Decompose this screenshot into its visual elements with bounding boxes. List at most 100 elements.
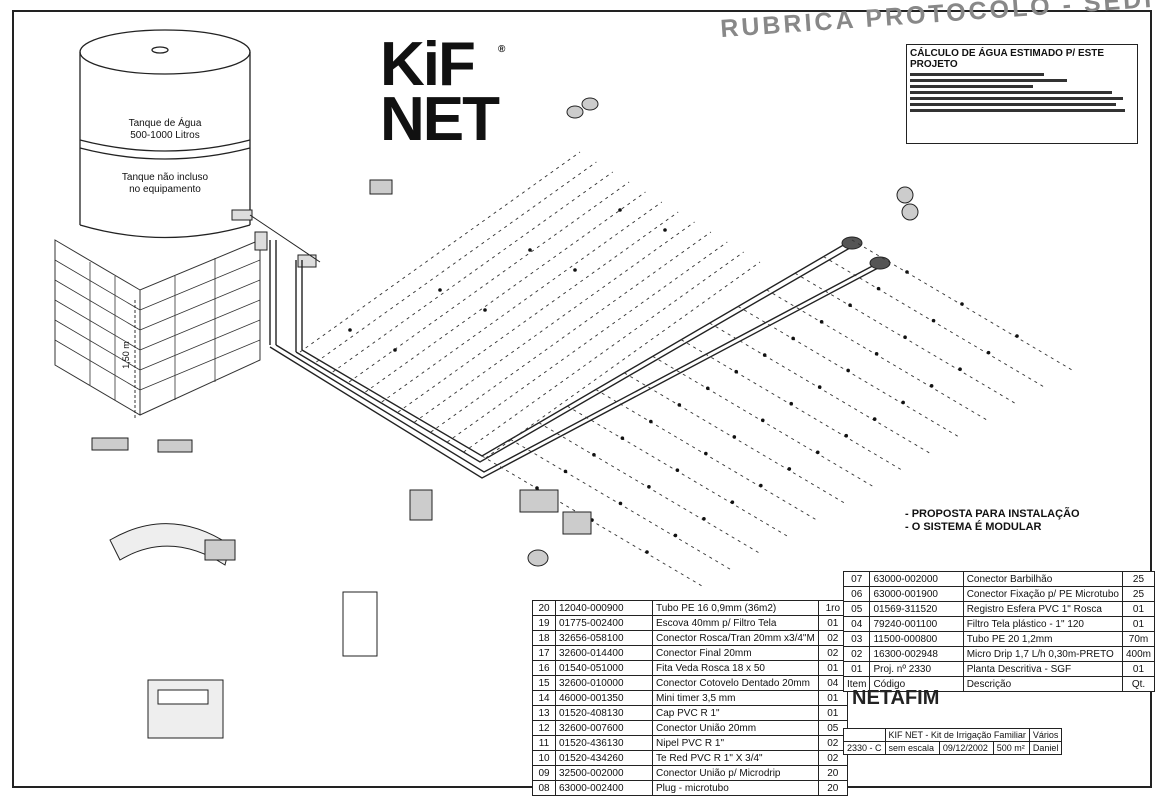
- emitter: [759, 483, 763, 488]
- emitter: [483, 308, 487, 312]
- bom-code: 01540-051000: [555, 660, 653, 676]
- emitter: [817, 385, 822, 389]
- emitter: [929, 384, 934, 388]
- bom-desc: Conector Cotovelo Dentado 20mm: [652, 675, 819, 691]
- emitter: [901, 400, 905, 405]
- bom-item: Item: [842, 676, 871, 692]
- emitter: [791, 336, 795, 341]
- drip-line: [414, 221, 695, 423]
- emitter: [663, 228, 667, 232]
- bom-item: 15: [532, 675, 556, 691]
- bom-qty: 25: [1121, 586, 1155, 602]
- bom-item: 18: [532, 630, 556, 646]
- drip-laterals: [299, 151, 1073, 587]
- proposal-line-1: - PROPOSTA PARA INSTALAÇÃO: [905, 508, 1080, 520]
- end-caps: [841, 236, 891, 270]
- bom-desc: Conector União 20mm: [652, 720, 819, 736]
- emitters: [348, 208, 1019, 554]
- bom-code: 01520-408130: [555, 705, 653, 721]
- tb-version: Vários: [1028, 728, 1063, 742]
- tank-label-4: no equipamento: [129, 184, 201, 195]
- bom-qty: 20: [817, 765, 848, 781]
- emitter: [787, 467, 792, 471]
- drip-line: [316, 161, 597, 363]
- emitter: [986, 350, 991, 355]
- bom-desc: Cap PVC R 1": [652, 705, 819, 721]
- drip-line: [430, 231, 712, 433]
- water-calc-box: CÁLCULO DE ÁGUA ESTIMADO P/ ESTE PROJETO: [906, 44, 1138, 144]
- tb-author: Daniel: [1028, 741, 1063, 755]
- emitter: [348, 328, 352, 332]
- bom-item: 08: [532, 780, 556, 796]
- emitter: [844, 433, 849, 438]
- bom-item: 02: [842, 646, 871, 662]
- emitter: [762, 353, 767, 357]
- emitter: [592, 452, 596, 457]
- bom-item: 04: [842, 616, 871, 632]
- emitter: [876, 286, 881, 291]
- emitter: [872, 417, 877, 421]
- bom-qty: 01: [1121, 661, 1155, 677]
- bom-item: 12: [532, 720, 556, 736]
- drip-line: [381, 201, 663, 403]
- bom-qty: 01: [817, 705, 848, 721]
- bom-code: 01775-002400: [555, 615, 653, 631]
- drip-line: [447, 241, 728, 443]
- bom-item: 06: [842, 586, 871, 602]
- logo-mark: ®: [498, 44, 506, 55]
- bom-item: 05: [842, 601, 871, 617]
- bom-desc: Micro Drip 1,7 L/h 0,30m-PRETO: [962, 646, 1123, 662]
- drip-line: [479, 261, 761, 463]
- emitter: [1015, 334, 1019, 338]
- tb-proj-no: 2330 - C: [843, 741, 886, 755]
- emitter: [573, 268, 577, 272]
- emitter: [960, 302, 964, 306]
- emitter: [732, 435, 737, 439]
- bom-code: 32600-010000: [555, 675, 653, 691]
- emitter: [931, 318, 936, 323]
- emitter: [675, 468, 680, 472]
- tb-drawing-title: KIF NET - Kit de Irrigação Familiar: [884, 728, 1030, 742]
- tb-blank: [843, 728, 886, 742]
- bom-desc: Planta Descritiva - SGF: [962, 661, 1123, 677]
- emitter: [620, 436, 625, 440]
- emitter: [704, 451, 708, 456]
- bom-desc: Fita Veda Rosca 18 x 50: [652, 660, 819, 676]
- bom-code: 11500-000800: [869, 631, 964, 647]
- emitter: [563, 469, 568, 474]
- bom-qty: 01: [817, 690, 848, 706]
- emitter: [815, 450, 820, 455]
- bom-code: 01569-311520: [869, 601, 964, 617]
- bom-desc: Nipel PVC R 1": [652, 735, 819, 751]
- tank-label-3: Tanque não incluso: [121, 172, 209, 183]
- emitter: [730, 500, 735, 504]
- bom-desc: Registro Esfera PVC 1" Rosca: [962, 601, 1123, 617]
- tb-date: 09/12/2002: [938, 741, 994, 755]
- bom-item: 01: [842, 661, 871, 677]
- bom-desc: Conector União p/ Microdrip: [652, 765, 819, 781]
- height-label: 1,50 m: [120, 341, 131, 369]
- drip-line: [332, 171, 613, 373]
- bom-item: 19: [532, 615, 556, 631]
- bom-code: 01520-436130: [555, 735, 653, 751]
- bom-qty: 25: [1121, 571, 1155, 587]
- emitter: [734, 369, 739, 374]
- logo-line2: NET: [380, 84, 500, 154]
- emitter: [618, 208, 622, 212]
- bom-code: Código: [869, 676, 964, 692]
- bom-code: 46000-001350: [555, 690, 653, 706]
- bom-code: 63000-002000: [869, 571, 964, 587]
